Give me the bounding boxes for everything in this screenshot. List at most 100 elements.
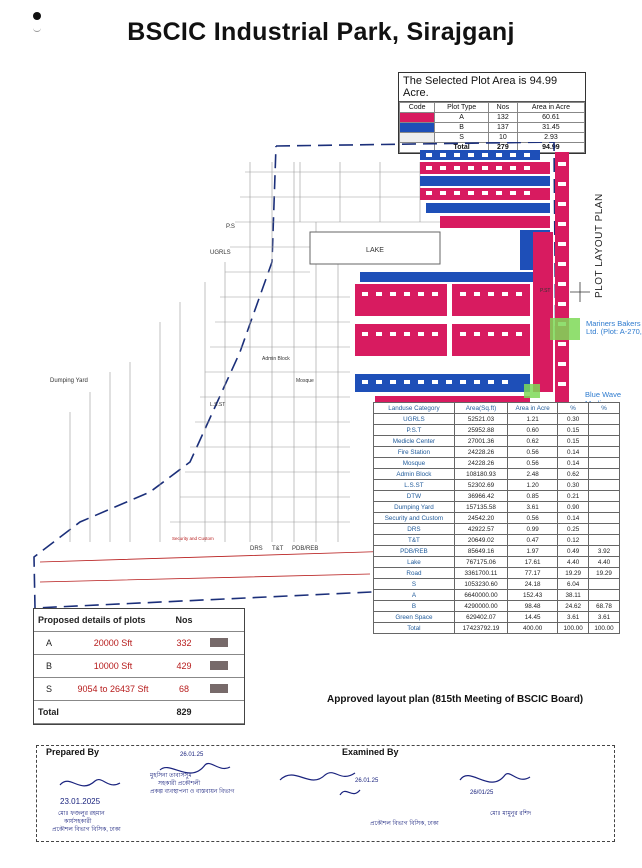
ps-label: P.S bbox=[226, 224, 235, 230]
landuse-category: Medicle Center bbox=[373, 435, 455, 447]
landuse-value: 3.61 bbox=[557, 611, 590, 623]
landuse-category: PDB/REB bbox=[373, 545, 455, 557]
proposed-code-a: A bbox=[34, 631, 64, 655]
proposed-size-a: 20000 Sft bbox=[64, 631, 162, 655]
lu-header-pct: % bbox=[557, 402, 590, 414]
tt-label: T&T bbox=[272, 546, 284, 552]
nos-b: 137 bbox=[487, 122, 518, 133]
background-plot-grid bbox=[69, 162, 550, 542]
landuse-value bbox=[588, 446, 620, 458]
landuse-value: 0.47 bbox=[507, 534, 559, 546]
landuse-category: L.S.ST bbox=[373, 479, 455, 491]
examined-by-label: Examined By bbox=[342, 747, 399, 757]
landuse-value: 85649.16 bbox=[453, 545, 509, 557]
landuse-value: 27001.36 bbox=[453, 435, 509, 447]
mariners-plot-marker bbox=[550, 318, 580, 340]
signatures bbox=[59, 763, 531, 796]
landuse-value bbox=[588, 457, 620, 469]
signature-block bbox=[36, 745, 615, 842]
area-s: 2.93 bbox=[516, 132, 586, 143]
area-a: 60.61 bbox=[516, 112, 586, 123]
landuse-value: 77.17 bbox=[507, 567, 559, 579]
landuse-value bbox=[588, 534, 620, 546]
landuse-category: Mosque bbox=[373, 457, 455, 469]
landuse-category: DTW bbox=[373, 490, 455, 502]
col-nos: Nos bbox=[487, 102, 518, 113]
sig2-role: সহকারী প্রকৌশলী bbox=[158, 781, 201, 787]
landuse-value bbox=[588, 435, 620, 447]
plot-row-b6 bbox=[355, 374, 530, 392]
landuse-value: 767175.06 bbox=[453, 556, 509, 568]
proposed-code-s: S bbox=[34, 677, 64, 701]
landuse-category: Road bbox=[373, 567, 455, 579]
proposed-nos-s: 68 bbox=[162, 677, 206, 701]
landuse-value: 0.56 bbox=[507, 512, 559, 524]
landuse-category: UGRLS bbox=[373, 413, 455, 425]
landuse-value: 1.97 bbox=[507, 545, 559, 557]
landuse-category: Fire Station bbox=[373, 446, 455, 458]
landuse-value: 0.15 bbox=[557, 435, 590, 447]
landuse-value: 14.45 bbox=[507, 611, 559, 623]
landuse-value bbox=[588, 501, 620, 513]
sig2-date: 26.01.25 bbox=[180, 752, 204, 758]
lu-header-area-acre: Area in Acre bbox=[507, 402, 559, 414]
landuse-category: Green Space bbox=[373, 611, 455, 623]
plot-block-a-1 bbox=[355, 284, 447, 316]
landuse-value bbox=[588, 479, 620, 491]
plot-type-s: S bbox=[434, 132, 489, 143]
landuse-value: 3361700.11 bbox=[453, 567, 509, 579]
plot-layout-plan-label: PLOT LAYOUT PLAN bbox=[594, 193, 605, 298]
landuse-value bbox=[588, 589, 620, 601]
selected-plot-grid: Code Plot Type Nos Area in Acre A 132 60… bbox=[398, 102, 586, 153]
plot-row-a4 bbox=[375, 396, 530, 406]
proposed-nos-a: 332 bbox=[162, 631, 206, 655]
landuse-value: 0.30 bbox=[557, 479, 590, 491]
landuse-value: 98.48 bbox=[507, 600, 559, 612]
landuse-value: 24228.26 bbox=[453, 457, 509, 469]
plot-layout-map[interactable]: LAKE UGRLS P.S P.ST bbox=[10, 142, 612, 612]
code-swatch-b bbox=[398, 122, 436, 133]
landuse-value: 0.56 bbox=[507, 457, 559, 469]
dumping-yard-label: Dumping Yard bbox=[50, 378, 88, 384]
landuse-value: 0.30 bbox=[557, 413, 590, 425]
plot-row-b5 bbox=[360, 272, 550, 282]
landuse-category: S bbox=[373, 578, 455, 590]
sig4-name: মোঃ মামুনুর রশিদ bbox=[490, 811, 532, 817]
landuse-category: DRS bbox=[373, 523, 455, 535]
landuse-value: 0.15 bbox=[557, 424, 590, 436]
landuse-value: 1053230.60 bbox=[453, 578, 509, 590]
landuse-value: 0.21 bbox=[557, 490, 590, 502]
landuse-value: 17423792.19 bbox=[453, 622, 509, 634]
col-area: Area in Acre bbox=[516, 102, 586, 113]
sig1-date: 23.01.2025 bbox=[60, 797, 101, 806]
sig2-name: মুহসিনা তাবাসসুম bbox=[150, 773, 192, 779]
plot-type-b: B bbox=[434, 122, 489, 133]
selected-plot-heading: The Selected Plot Area is 94.99 Acre. bbox=[399, 73, 585, 102]
landuse-value: 157135.58 bbox=[453, 501, 509, 513]
sig2-org: প্রকল্প ব্যবস্থাপনা ও বাস্তবায়ন বিভাগ bbox=[150, 789, 235, 795]
proposed-total: 829 bbox=[162, 700, 206, 724]
landuse-value: 1.20 bbox=[507, 479, 559, 491]
landuse-value: 100.00 bbox=[588, 622, 620, 634]
plot-row-b2 bbox=[420, 176, 550, 186]
lu-header-category: Landuse Category bbox=[373, 402, 455, 414]
landuse-value: 38.11 bbox=[557, 589, 590, 601]
bluewave-plot-marker bbox=[524, 384, 540, 398]
plot-block-a-3 bbox=[355, 324, 447, 356]
landuse-value: 0.85 bbox=[507, 490, 559, 502]
plot-row-b1 bbox=[420, 150, 540, 160]
proposed-nos-b: 429 bbox=[162, 654, 206, 678]
landuse-value: 0.60 bbox=[507, 424, 559, 436]
page-title: BSCIC Industrial Park, Sirajganj bbox=[127, 18, 515, 46]
